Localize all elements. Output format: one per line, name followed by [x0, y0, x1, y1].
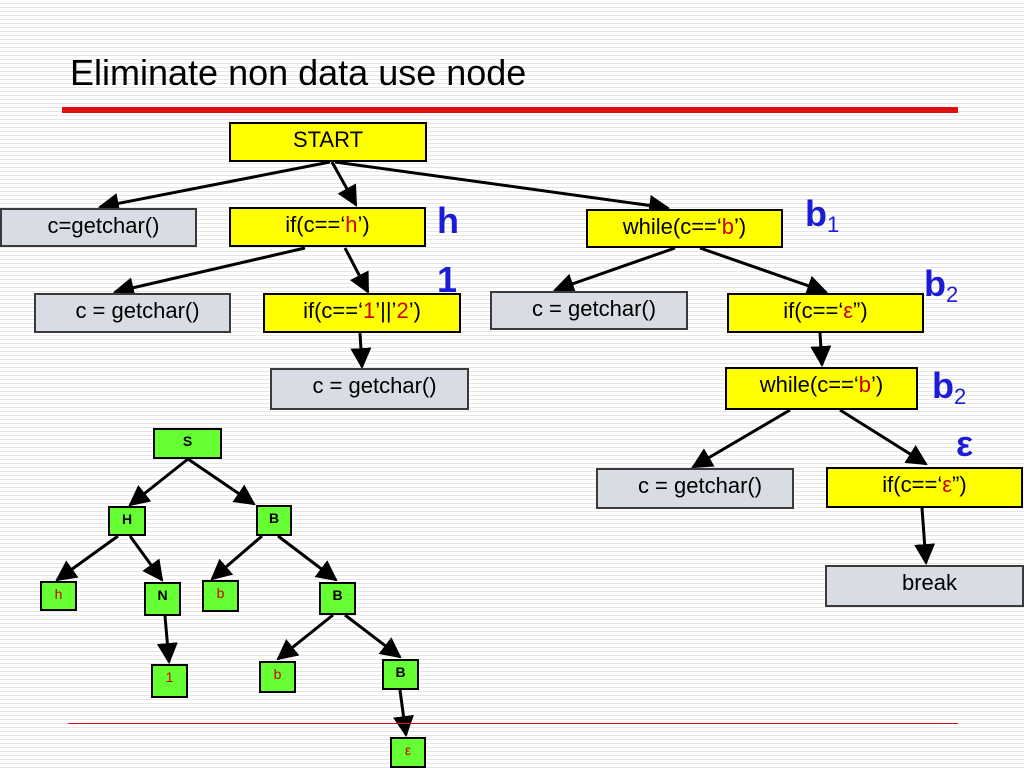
edge-if-h-getchar: [112, 246, 306, 298]
edge-if-h-if-12: [343, 247, 370, 294]
tree-node-S: S: [153, 428, 222, 459]
edge-start-getchar: [97, 160, 331, 214]
getchar-node-3: c = getchar(): [270, 368, 469, 410]
tree-edge-B-eps: [393, 689, 414, 738]
while-b2-node: while(c==‘b’): [725, 367, 918, 410]
label-epsilon: ε: [956, 423, 974, 464]
title-underline: [62, 107, 958, 113]
edge-if-12-getchar: [350, 332, 372, 370]
edge-while-b1-getchar: [553, 246, 676, 294]
label-b1: b1: [805, 193, 840, 237]
page-title: Eliminate non data use node: [70, 52, 527, 93]
while-b1-node: while(c==‘b’): [586, 209, 783, 248]
tree-node-b1: b: [202, 580, 239, 612]
tree-node-N: N: [144, 582, 181, 616]
tree-edge-B-b2: [276, 613, 334, 661]
tree-edge-B-B: [277, 534, 338, 582]
edge-while-b2-if-eps: [839, 408, 928, 466]
edge-start-if-h: [330, 161, 358, 207]
getchar-node-top: c=getchar(): [0, 208, 197, 247]
getchar-node-2: c = getchar(): [34, 293, 231, 333]
label-h: h: [437, 200, 459, 241]
tree-node-epsilon: ε: [390, 737, 426, 768]
if-eps-node-2: if(c==‘ε”): [826, 467, 1023, 508]
if-eps-node-1: if(c==‘ε”): [727, 293, 924, 333]
getchar-node-5: c = getchar(): [596, 468, 794, 509]
edge-while-b2-getchar: [691, 408, 791, 469]
tree-edge-H-h: [55, 534, 119, 582]
label-b2-second: b2: [932, 365, 967, 409]
tree-node-B2: B: [319, 582, 356, 615]
getchar-node-4: c = getchar(): [490, 291, 688, 330]
tree-node-H: H: [108, 506, 146, 536]
tree-node-h: h: [40, 581, 77, 611]
tree-edge-S-H: [128, 457, 189, 507]
edge-start-while-b1: [334, 160, 671, 216]
tree-node-B1: B: [256, 505, 292, 536]
break-node: break: [825, 565, 1024, 607]
edge-if-eps-while-b2: [810, 332, 832, 368]
tree-node-B3: B: [382, 659, 419, 690]
start-node: START: [229, 122, 427, 162]
edge-while-b1-if-eps: [699, 246, 828, 296]
tree-edge-B-b: [210, 534, 263, 581]
tree-edge-S-B: [187, 457, 256, 506]
tree-edge-B-B2: [344, 613, 402, 659]
tree-node-one: 1: [151, 664, 188, 698]
edge-if-eps-break: [914, 507, 936, 566]
if-h-node: if(c==‘h’): [229, 207, 426, 247]
if-12-node: if(c==‘1’||’2’): [263, 293, 461, 333]
tree-edge-H-N: [128, 535, 164, 582]
label-b2-first: b2: [924, 263, 959, 307]
tree-edge-N-1: [156, 615, 178, 665]
label-one: 1: [437, 259, 458, 300]
tree-node-b2: b: [259, 661, 296, 693]
footer-rule: [68, 723, 958, 724]
